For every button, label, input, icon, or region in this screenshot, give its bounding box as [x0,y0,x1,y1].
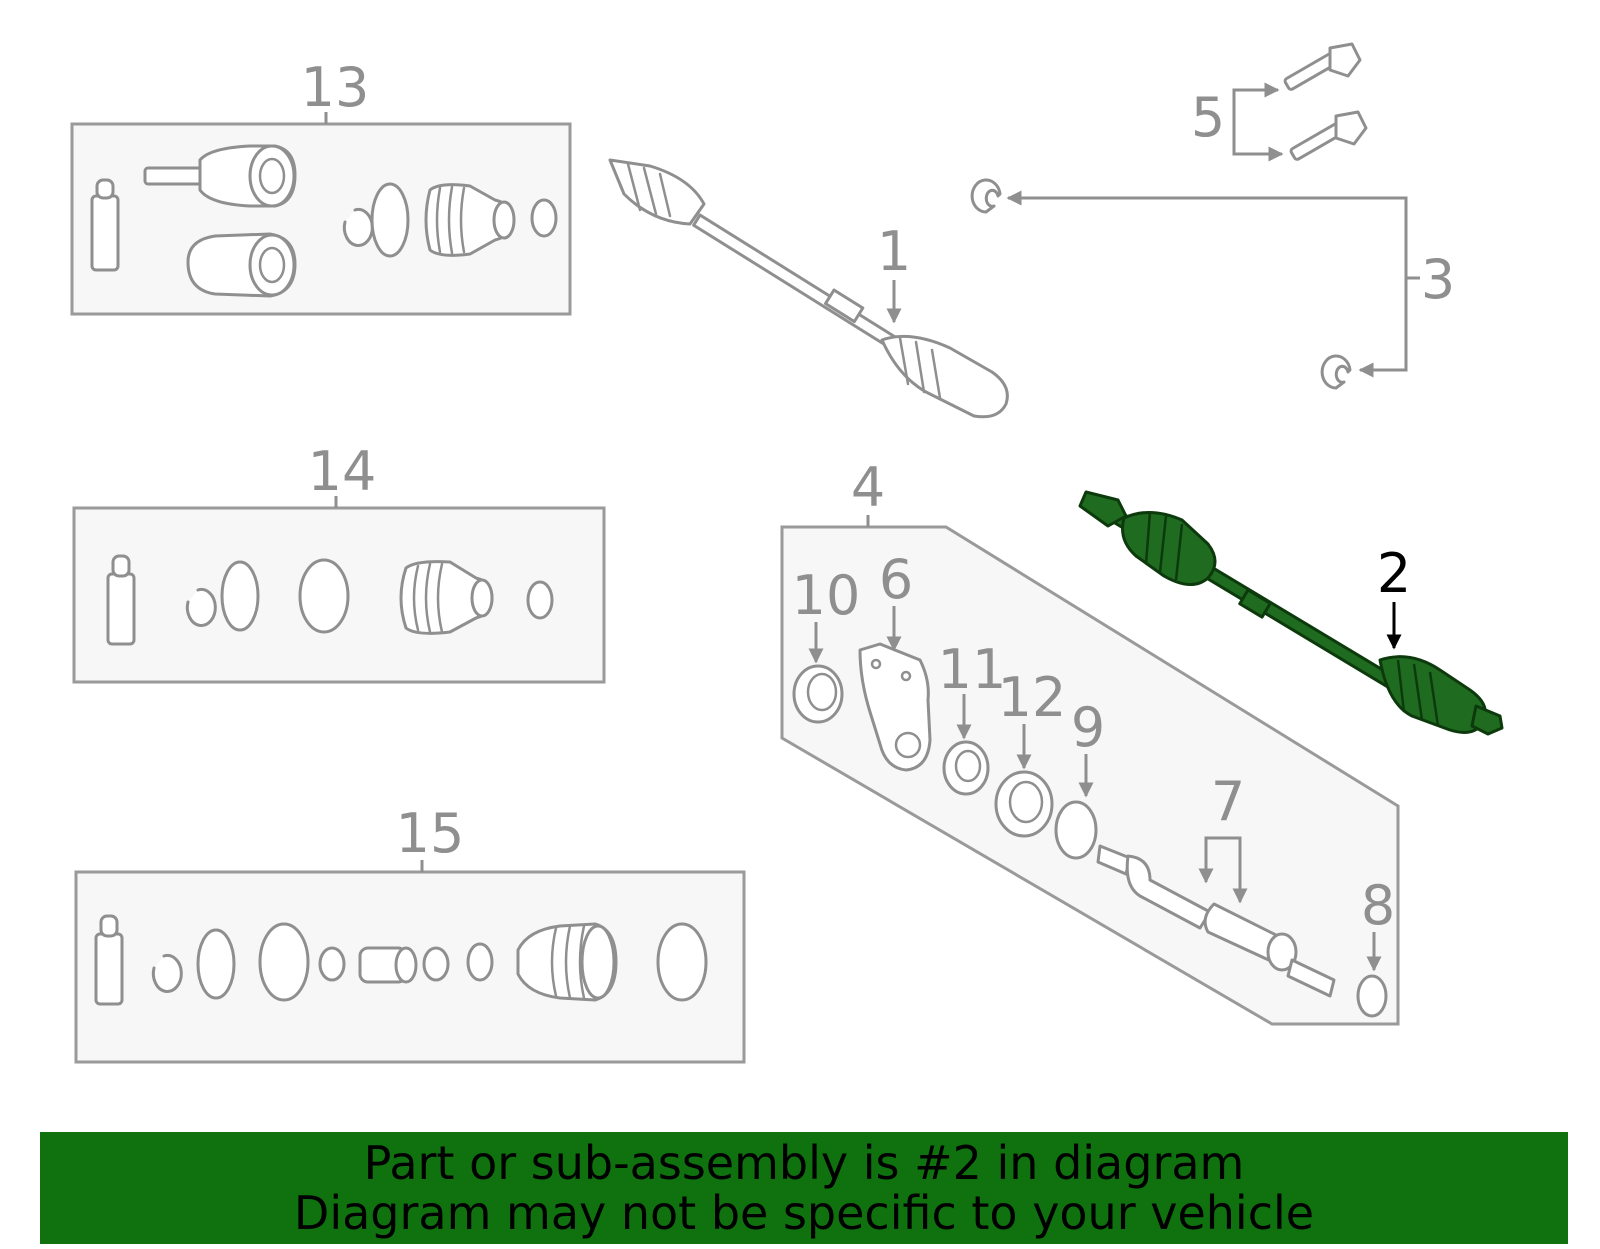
kit-14-group[interactable]: 14 [72,440,606,684]
kit-4-box [780,525,1400,1026]
circlip-icon [220,560,260,632]
callout-7[interactable]: 7 [1211,770,1245,833]
kit-4-group[interactable]: 4 10 6 11 12 9 [780,456,1400,1026]
grease-tube-icon [90,178,120,272]
bracket-icon [858,642,932,772]
callout-13[interactable]: 13 [301,56,370,119]
bearing-icon [942,740,990,796]
snap-ring-icon [151,954,183,993]
snap-ring-icon [185,588,217,627]
kit-15-group[interactable]: 15 [74,802,746,1064]
cv-joint-housing-icon [143,144,297,208]
part-5-bolts-group[interactable]: 5 [1191,42,1368,162]
snap-ring-icon [342,208,374,247]
clamp-icon [466,942,494,982]
part-1-axle-icon[interactable] [608,158,1009,419]
part-3-clips-group[interactable]: 3 [970,178,1455,390]
callout-12[interactable]: 12 [998,666,1067,729]
callout-10[interactable]: 10 [792,564,861,627]
ring-2-icon [1356,974,1388,1018]
callout-1[interactable]: 1 [877,220,911,283]
boot-icon [399,560,494,635]
clamp-icon [318,946,346,982]
callout-4[interactable]: 4 [851,456,885,519]
callout-8[interactable]: 8 [1361,874,1395,937]
bolt-icon [1289,110,1368,161]
cv-joint-housing-2-icon [186,232,297,298]
seal-icon [792,664,844,724]
grease-tube-icon [106,554,136,646]
callout-14[interactable]: 14 [308,440,377,503]
circlip-icon [370,182,410,258]
clamp-icon [422,946,450,982]
notice-banner: Part or sub-assembly is #2 in diagram Di… [40,1132,1568,1244]
seal-ring-icon [656,922,708,1002]
clamp-icon [530,198,558,238]
callout-11[interactable]: 11 [938,638,1007,701]
callout-5[interactable]: 5 [1191,86,1225,149]
callout-2[interactable]: 2 [1377,542,1411,605]
clamp-icon [526,580,554,620]
callout-9[interactable]: 9 [1071,696,1105,759]
clip-icon [1320,354,1352,390]
circlip-icon [196,928,236,1000]
clip-icon [970,178,1002,214]
bolt-icon [1283,42,1362,91]
callout-6[interactable]: 6 [879,548,913,611]
intermediate-shaft-icon [1096,844,1336,998]
seal-ring-icon [258,922,310,1002]
seal-ring-icon [298,558,350,634]
kit-13-group[interactable]: 13 [70,56,572,316]
callout-15[interactable]: 15 [396,802,465,865]
part-2-axle-highlighted[interactable] [1078,490,1504,736]
banner-line-1: Part or sub-assembly is #2 in diagram [363,1136,1245,1190]
callout-3[interactable]: 3 [1421,248,1455,311]
damper-icon [358,946,418,984]
grease-tube-icon [94,914,124,1006]
ring-icon [1054,800,1098,860]
seal-2-icon [994,770,1054,838]
boot-icon [424,183,516,257]
boot-icon [516,922,618,1002]
banner-line-2: Diagram may not be specific to your vehi… [293,1186,1315,1240]
